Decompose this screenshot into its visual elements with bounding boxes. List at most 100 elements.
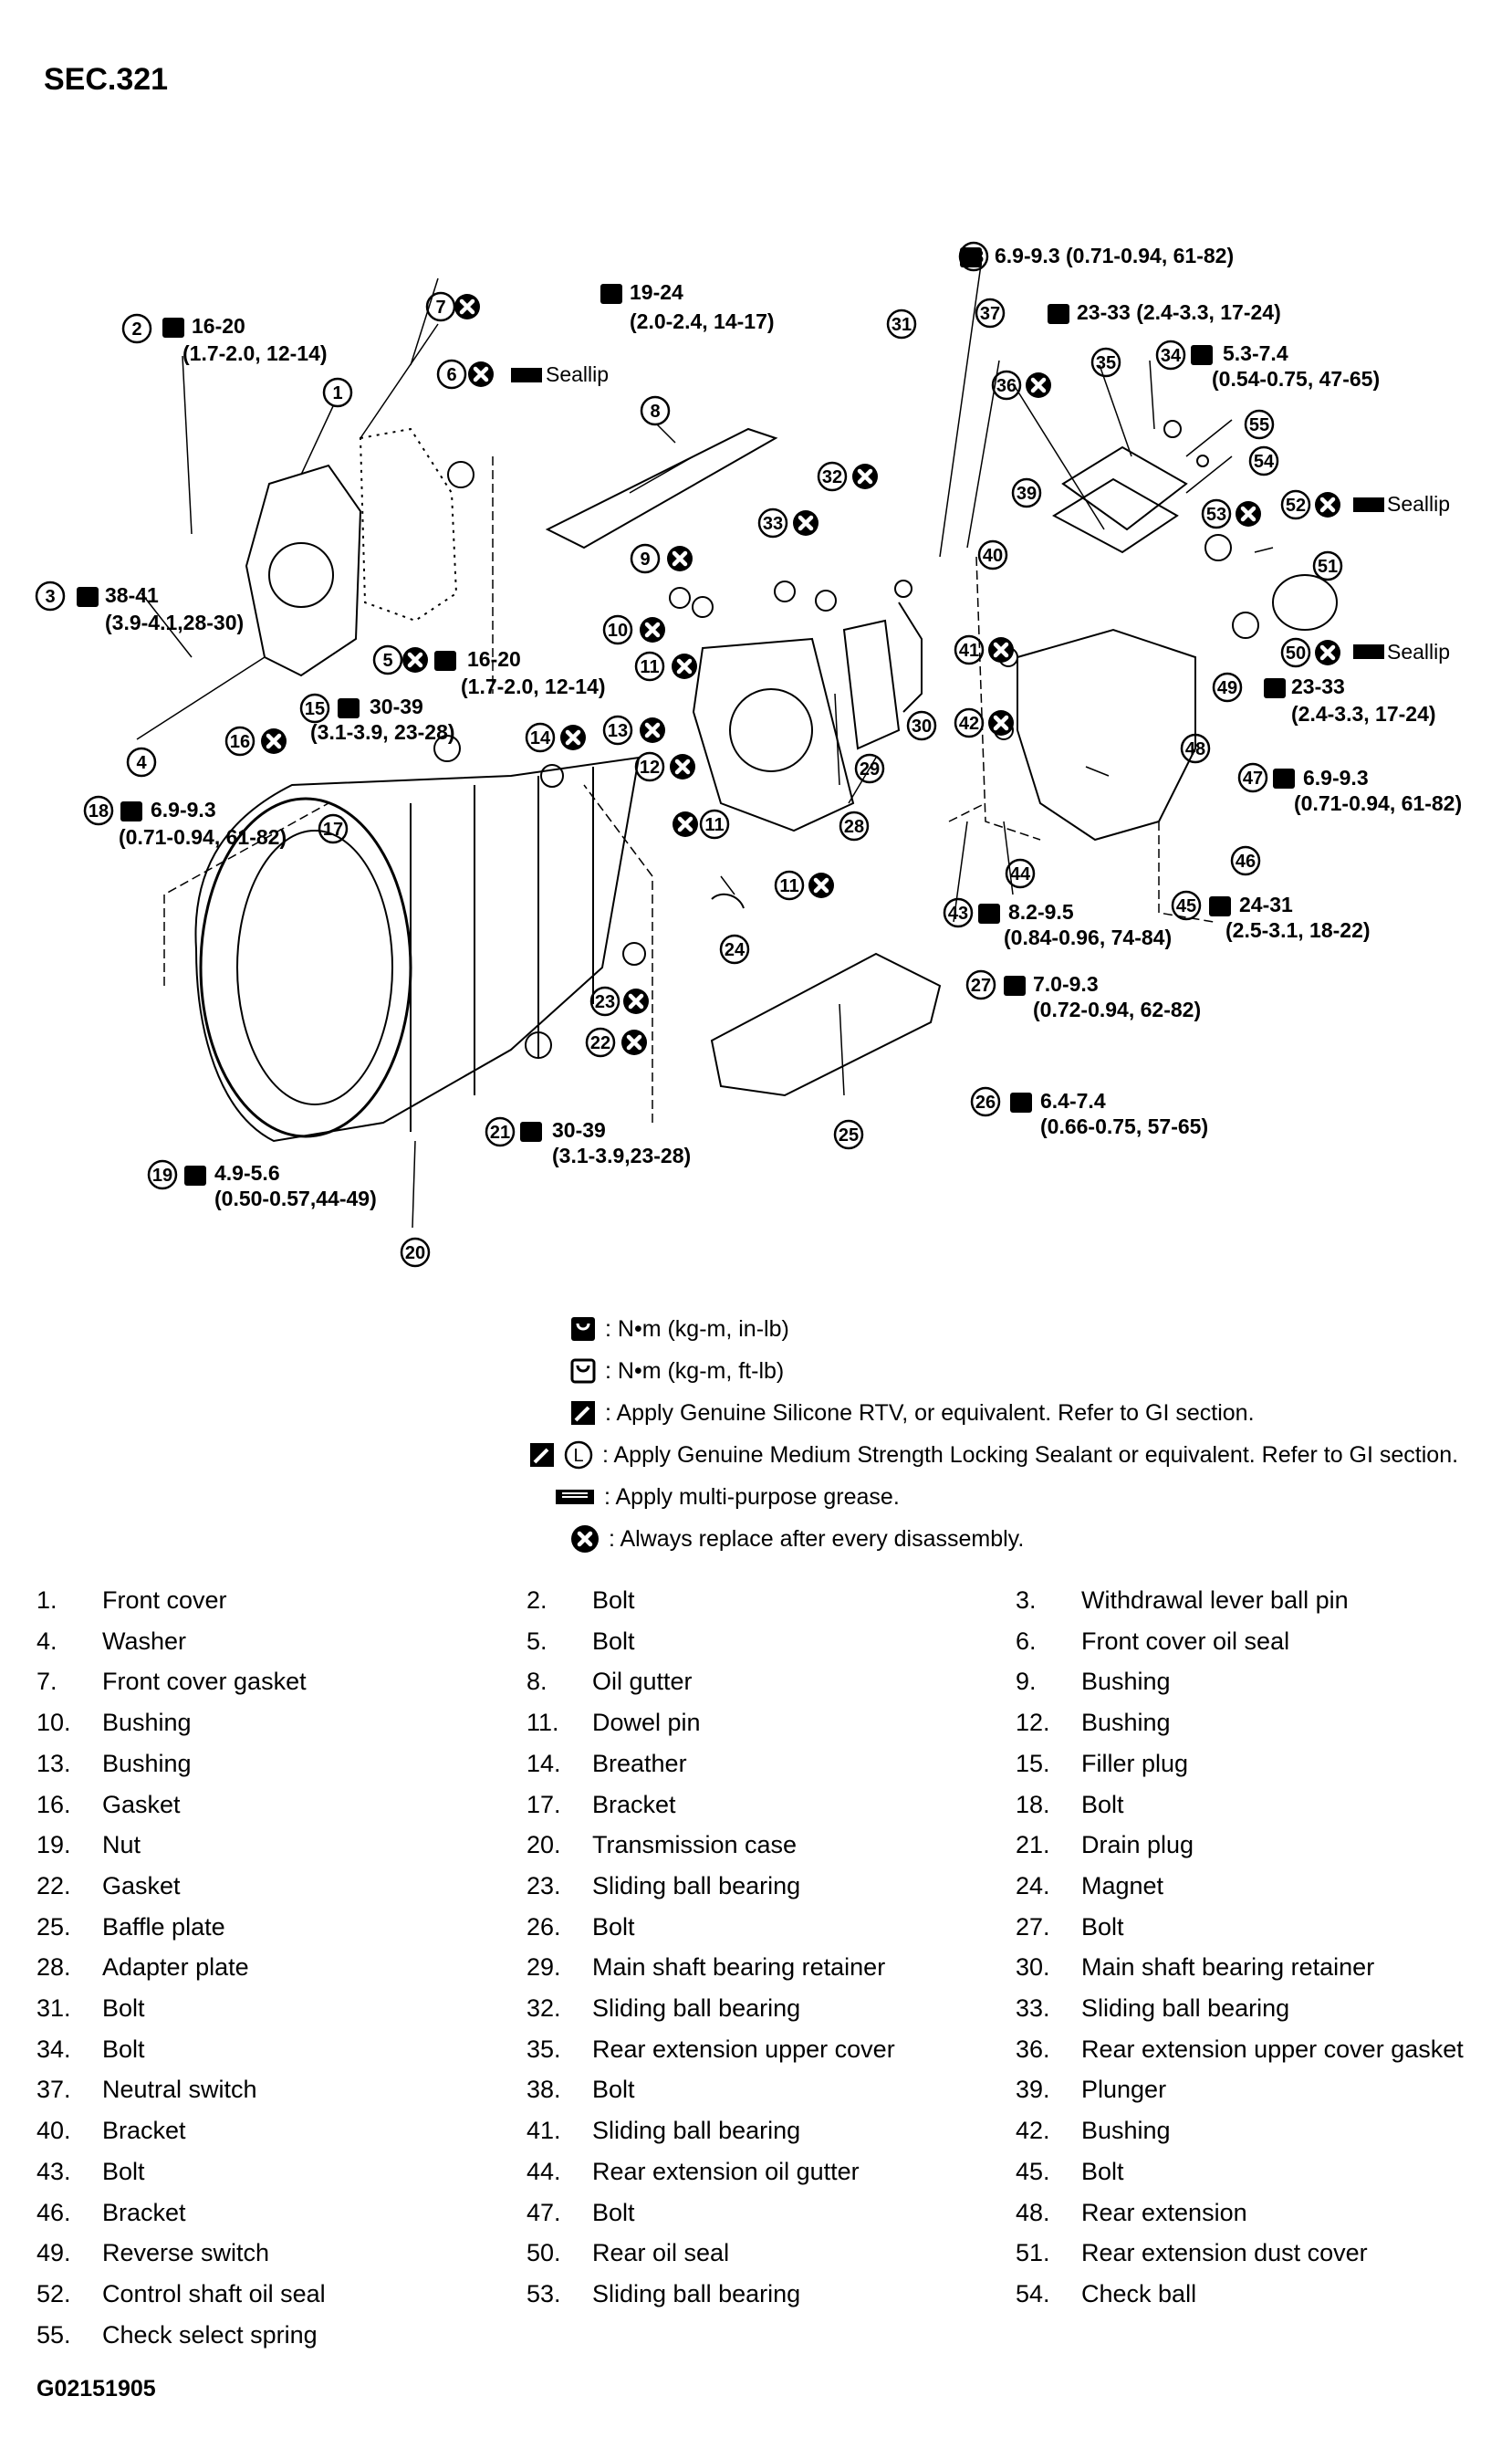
parts-list-item: 29.Main shaft bearing retainer <box>527 1953 885 1982</box>
num-34: 34 <box>1161 346 1182 366</box>
num-25: 25 <box>839 1125 859 1146</box>
parts-list-item: 34.Bolt <box>36 2035 145 2064</box>
part-name: Control shaft oil seal <box>102 2279 326 2307</box>
num-10: 10 <box>608 621 628 641</box>
parts-list-item: 23.Sliding ball bearing <box>527 1872 800 1900</box>
torque-26-alt: (0.66-0.75, 57-65) <box>1040 1114 1208 1138</box>
callout-37 <box>975 298 1006 329</box>
parts-list-item: 39.Plunger <box>1016 2076 1166 2104</box>
num-12: 12 <box>640 758 660 778</box>
baffle-plate-outline <box>710 952 942 1097</box>
num-44: 44 <box>1010 864 1031 884</box>
part-name: Bolt <box>1081 1790 1124 1818</box>
part-name: Gasket <box>102 1790 181 1818</box>
callout-54 <box>1248 445 1279 476</box>
callout-41 <box>954 634 985 665</box>
upper-cover-outline <box>1061 445 1188 531</box>
part-number: 53. <box>527 2279 561 2307</box>
legend-torque-inlb: : N•m (kg-m, in-lb) <box>570 1311 789 1347</box>
torque-27-alt: (0.72-0.94, 62-82) <box>1033 998 1201 1021</box>
section-title: SEC.321 <box>44 62 169 97</box>
parts-list-item: 17.Bracket <box>527 1791 676 1819</box>
callout-4 <box>126 747 157 778</box>
part-number: 20. <box>527 1831 561 1859</box>
part-number: 6. <box>1016 1627 1037 1655</box>
part-number: 8. <box>527 1668 547 1696</box>
num-41: 41 <box>959 641 979 661</box>
part-name: Bushing <box>1081 2117 1171 2145</box>
num-4: 4 <box>136 753 147 773</box>
part-name: Baffle plate <box>102 1912 225 1941</box>
callout-21 <box>485 1116 516 1147</box>
num-24: 24 <box>725 940 746 960</box>
part-number: 43. <box>36 2157 71 2185</box>
torque-49-nm: 23-33 <box>1291 675 1345 698</box>
parts-list-item: 14.Breather <box>527 1750 687 1778</box>
callout-34 <box>1155 340 1186 371</box>
part-number: 48. <box>1016 2198 1050 2226</box>
num-51: 51 <box>1318 557 1338 577</box>
torque-37: 23-33 (2.4-3.3, 17-24) <box>1077 300 1281 324</box>
num-37: 37 <box>980 304 1000 324</box>
parts-list-item: 42.Bushing <box>1016 2117 1171 2145</box>
part-number: 11. <box>527 1709 559 1737</box>
parts-list-item: 45.Bolt <box>1016 2158 1124 2186</box>
torque-18-nm: 6.9-9.3 <box>151 798 216 821</box>
part-number: 46. <box>36 2198 71 2226</box>
num-35: 35 <box>1096 353 1116 373</box>
part-number: 7. <box>36 1668 57 1696</box>
torque-43-nm: 8.2-9.5 <box>1008 900 1074 924</box>
part-name: Bolt <box>1081 1912 1124 1941</box>
callout-50 <box>1280 637 1311 668</box>
retainer-29-outline <box>842 619 901 750</box>
part-name: Bolt <box>102 2157 145 2185</box>
part-name: Main shaft bearing retainer <box>1081 1953 1375 1982</box>
parts-list-item: 43. Bolt <box>36 2158 145 2186</box>
part-number: 41. <box>527 2117 561 2145</box>
part-name: Front cover <box>102 1586 227 1614</box>
callout-5 <box>372 644 403 675</box>
part-number: 52. <box>36 2279 71 2307</box>
callout-20 <box>400 1237 431 1268</box>
part-name: Sliding ball bearing <box>592 1994 801 2022</box>
callout-3 <box>35 581 66 612</box>
parts-list-item: 10.Bushing <box>36 1709 192 1737</box>
parts-list-item: 2.Bolt <box>527 1586 635 1615</box>
part-name: Dowel pin <box>592 1709 701 1737</box>
torque-5-alt: (1.7-2.0, 12-14) <box>461 675 606 698</box>
part-name: Front cover gasket <box>102 1668 307 1696</box>
num-15: 15 <box>305 699 325 719</box>
parts-list-item: 20.Transmission case <box>527 1831 797 1859</box>
part-name: Bolt <box>592 1627 635 1655</box>
num-31: 31 <box>892 315 912 335</box>
callout-27 <box>965 969 996 1000</box>
replace-icon-markers <box>261 294 1340 1055</box>
parts-list-item: 51.Rear extension dust cover <box>1016 2239 1368 2267</box>
callout-28 <box>839 811 870 842</box>
part-name: Rear extension upper cover gasket <box>1081 2035 1464 2063</box>
parts-list-item: 53.Sliding ball bearing <box>527 2280 800 2308</box>
callout-23 <box>589 986 620 1017</box>
num-2: 2 <box>131 319 141 340</box>
torque-21-alt: (3.1-3.9,23-28) <box>552 1144 691 1167</box>
front-cover-gasket-outline <box>359 427 458 623</box>
torque-27-nm: 7.0-9.3 <box>1033 972 1099 996</box>
parts-list-item: 55.Check select spring <box>36 2321 318 2349</box>
num-16: 16 <box>230 732 250 752</box>
num-47: 47 <box>1243 769 1263 789</box>
callout-18 <box>83 795 114 826</box>
part-number: 50. <box>527 2239 561 2267</box>
callout-43 <box>943 897 974 928</box>
parts-list-item: 28.Adapter plate <box>36 1953 249 1982</box>
num-8: 8 <box>650 402 660 422</box>
parts-list-item: 16.Gasket <box>36 1791 181 1819</box>
parts-list-item: 19.Nut <box>36 1831 141 1859</box>
num-26: 26 <box>975 1093 996 1113</box>
callout-30 <box>906 710 937 741</box>
part-number: 47. <box>527 2198 561 2226</box>
parts-list-item: 1.Front cover <box>36 1586 227 1615</box>
callout-2 <box>121 313 152 344</box>
parts-list-item: 25.Baffle plate <box>36 1913 225 1941</box>
callout-46 <box>1230 845 1261 876</box>
part-name: Main shaft bearing retainer <box>592 1953 886 1982</box>
